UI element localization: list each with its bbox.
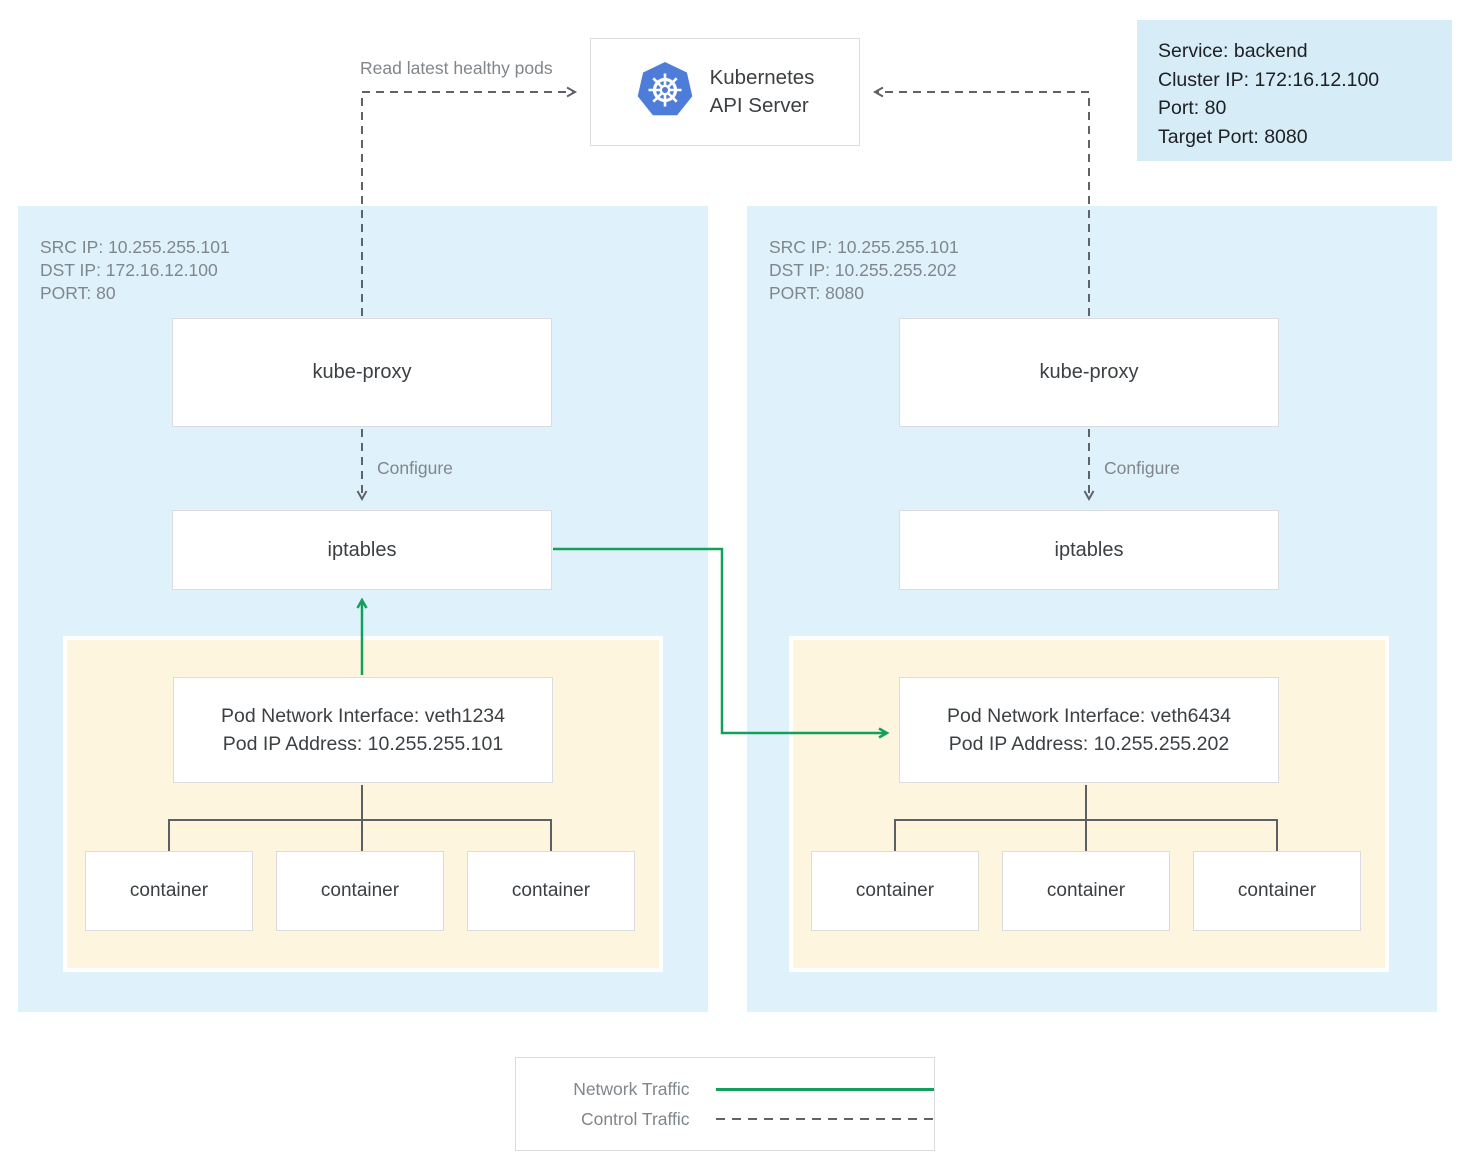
control-traffic-line-sample bbox=[715, 1117, 934, 1121]
pod-interface-box-left: Pod Network Interface: veth1234 Pod IP A… bbox=[173, 677, 553, 783]
container-box: container bbox=[85, 851, 253, 931]
api-server-label-line1: Kubernetes bbox=[709, 66, 815, 89]
iptables-label-left: iptables bbox=[327, 538, 397, 561]
pod-interface-box-right: Pod Network Interface: veth6434 Pod IP A… bbox=[899, 677, 1279, 783]
legend-network-row: Network Traffic bbox=[540, 1079, 934, 1100]
pod-interface-left-line2: Pod IP Address: 10.255.255.101 bbox=[222, 733, 504, 755]
legend-control-label: Control Traffic bbox=[580, 1108, 690, 1129]
pod-box-right: Pod Network Interface: veth6434 Pod IP A… bbox=[789, 636, 1389, 972]
container-box: container bbox=[1193, 851, 1361, 931]
node-box-left: SRC IP: 10.255.255.101 DST IP: 172.16.12… bbox=[18, 206, 708, 1012]
pod-box-left: Pod Network Interface: veth1234 Pod IP A… bbox=[63, 636, 663, 972]
legend-control-row: Control Traffic bbox=[540, 1109, 934, 1130]
node-box-right: SRC IP: 10.255.255.101 DST IP: 10.255.25… bbox=[747, 206, 1437, 1012]
read-latest-healthy-pods-label: Read latest healthy pods bbox=[360, 58, 553, 78]
node-right-meta: SRC IP: 10.255.255.101 DST IP: 10.255.25… bbox=[769, 236, 959, 305]
node-right-port: PORT: 8080 bbox=[769, 283, 865, 303]
api-server-label: Kubernetes API Server bbox=[710, 64, 815, 120]
container-label: container bbox=[1237, 880, 1317, 901]
container-label: container bbox=[855, 880, 935, 901]
configure-label-right: Configure bbox=[1104, 458, 1180, 478]
pod-interface-left-line1: Pod Network Interface: veth1234 bbox=[221, 705, 505, 727]
iptables-box-left: iptables bbox=[172, 510, 552, 590]
container-box: container bbox=[811, 851, 979, 931]
node-left-src-ip: SRC IP: 10.255.255.101 bbox=[40, 237, 230, 257]
node-left-port: PORT: 80 bbox=[40, 283, 116, 303]
api-server-box: Kubernetes API Server bbox=[590, 38, 860, 146]
api-server-label-line2: API Server bbox=[709, 94, 809, 117]
service-target-port: Target Port: 8080 bbox=[1158, 125, 1308, 148]
node-right-dst-ip: DST IP: 10.255.255.202 bbox=[769, 260, 957, 280]
legend-network-label: Network Traffic bbox=[573, 1078, 690, 1099]
container-box: container bbox=[1002, 851, 1170, 931]
kube-proxy-label-right: kube-proxy bbox=[1039, 361, 1139, 383]
service-name: Service: backend bbox=[1158, 40, 1308, 62]
kube-proxy-box-left: kube-proxy bbox=[172, 318, 552, 427]
node-left-meta: SRC IP: 10.255.255.101 DST IP: 172.16.12… bbox=[40, 236, 230, 305]
kubernetes-logo-icon bbox=[636, 60, 694, 125]
container-box: container bbox=[276, 851, 444, 931]
service-info-box: Service: backend Cluster IP: 172:16.12.1… bbox=[1137, 20, 1452, 161]
pod-interface-right-line2: Pod IP Address: 10.255.255.202 bbox=[948, 733, 1230, 755]
service-cluster-ip: Cluster IP: 172:16.12.100 bbox=[1158, 68, 1380, 91]
kube-proxy-label-left: kube-proxy bbox=[312, 361, 412, 383]
node-left-dst-ip: DST IP: 172.16.12.100 bbox=[40, 260, 218, 280]
configure-label-left: Configure bbox=[377, 458, 453, 478]
iptables-box-right: iptables bbox=[899, 510, 1279, 590]
node-right-src-ip: SRC IP: 10.255.255.101 bbox=[769, 237, 959, 257]
legend-box: Network Traffic Control Traffic bbox=[515, 1057, 935, 1151]
container-box: container bbox=[467, 851, 635, 931]
container-label: container bbox=[511, 880, 591, 901]
iptables-label-right: iptables bbox=[1054, 538, 1124, 561]
service-port: Port: 80 bbox=[1158, 97, 1227, 119]
kube-proxy-box-right: kube-proxy bbox=[899, 318, 1279, 427]
pod-interface-right-line1: Pod Network Interface: veth6434 bbox=[947, 705, 1231, 727]
container-label: container bbox=[320, 880, 400, 901]
network-traffic-line-sample bbox=[715, 1087, 934, 1091]
container-label: container bbox=[129, 880, 209, 901]
container-label: container bbox=[1046, 880, 1126, 901]
